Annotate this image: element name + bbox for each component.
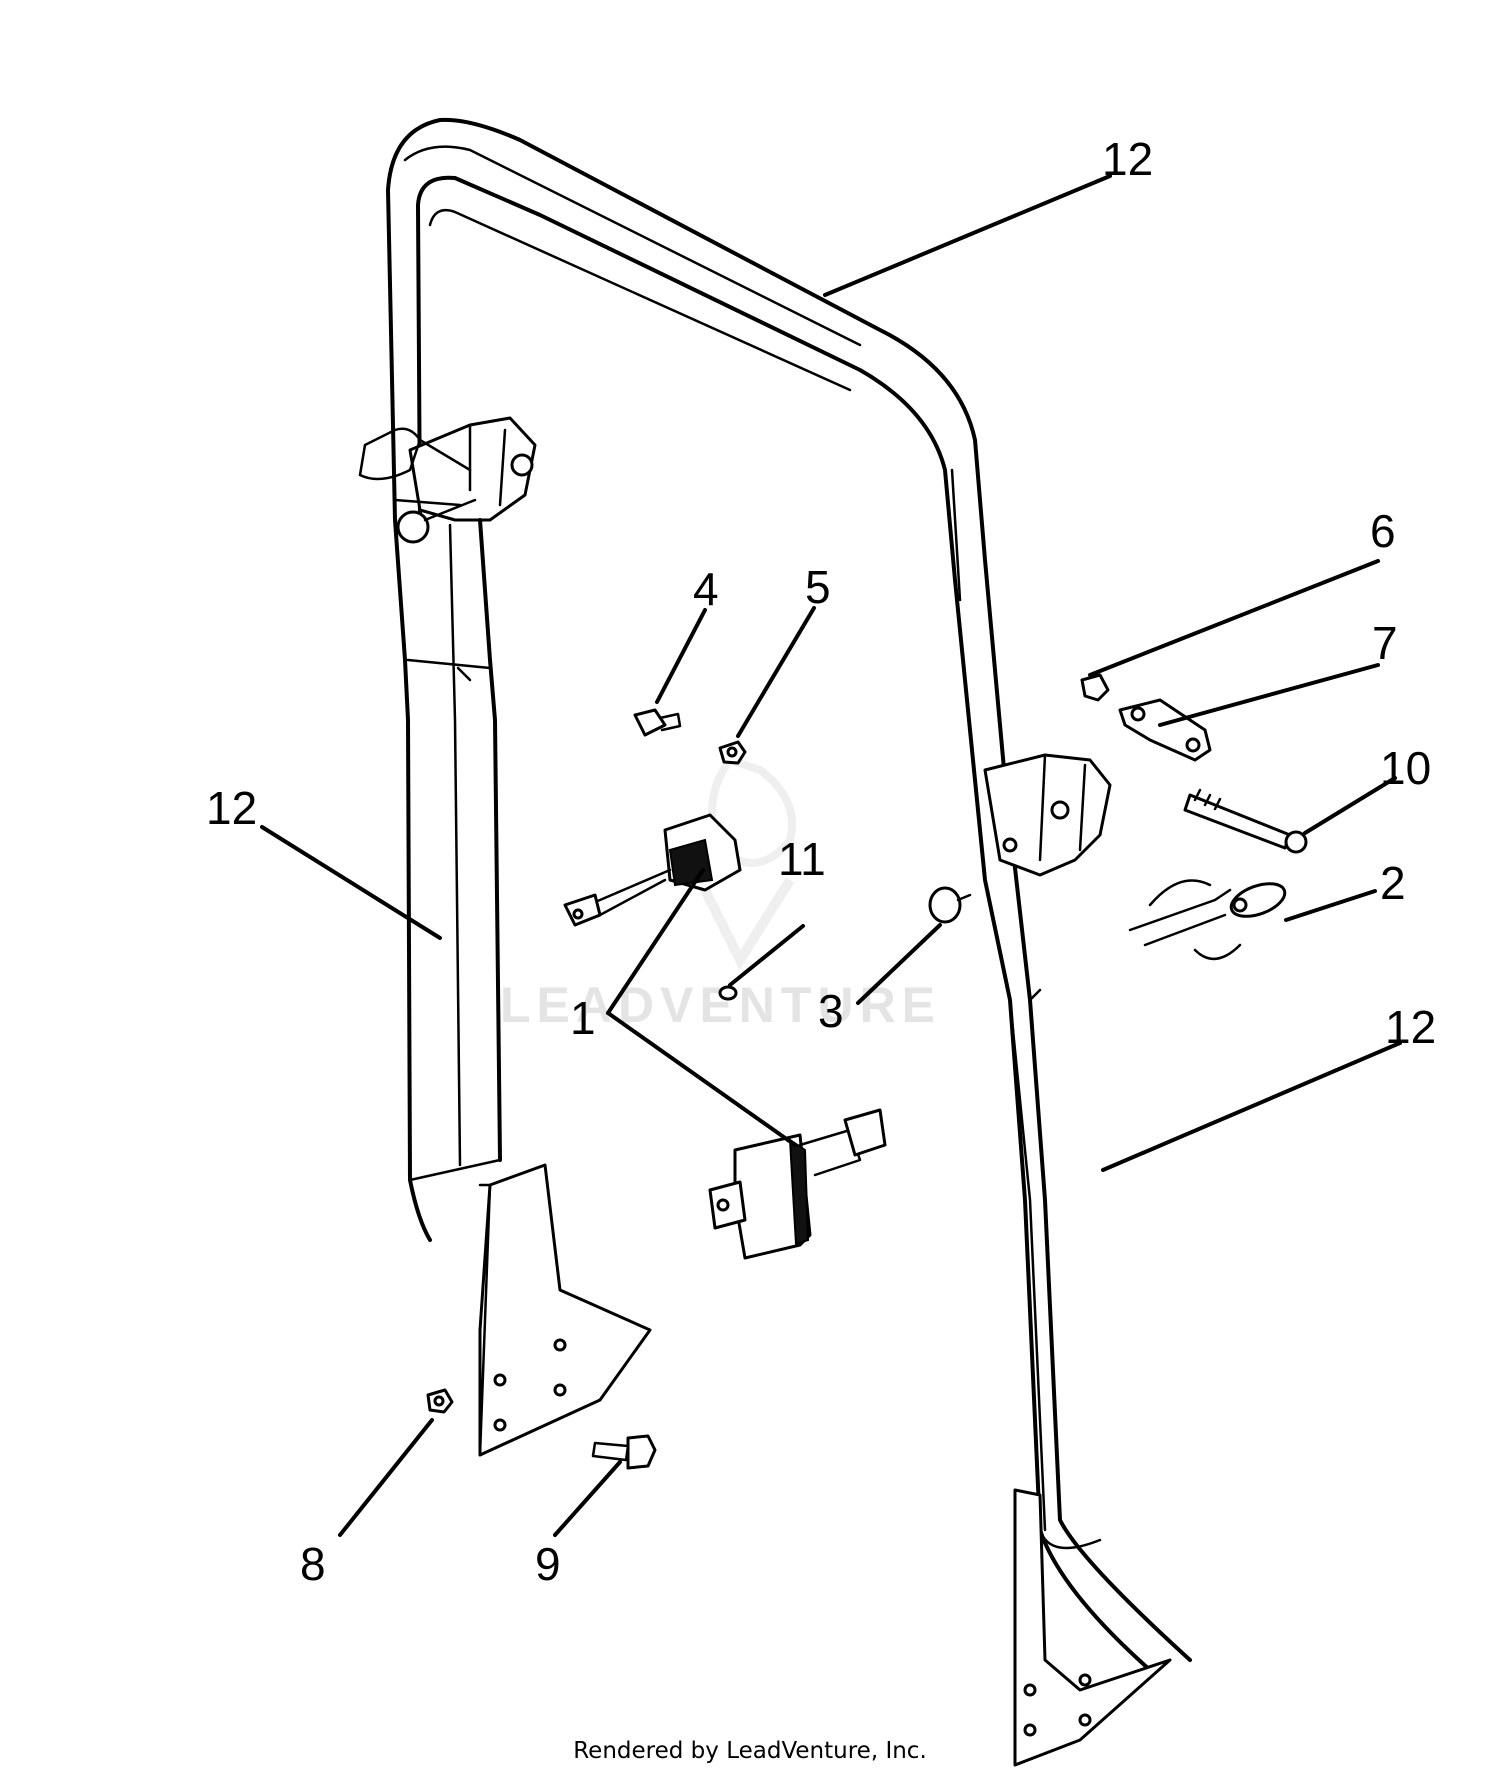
- seat-belt-buckle: [563, 813, 742, 927]
- leader-4: [655, 608, 707, 704]
- left-upper-bracket: [358, 416, 537, 544]
- leader-1a: [606, 868, 705, 1015]
- flange-bolt: [591, 1434, 657, 1470]
- callout-12-right: 12: [1385, 1001, 1436, 1053]
- seat-belt-retractor: [708, 1108, 887, 1260]
- leader-3: [856, 923, 942, 1005]
- callout-1: 1: [570, 992, 596, 1044]
- callout-6: 6: [1370, 505, 1396, 557]
- leader-11: [728, 924, 805, 987]
- rendered-by-credit: Rendered by LeadVenture, Inc.: [573, 1738, 927, 1764]
- roll-bar-left-leg: [393, 518, 502, 1242]
- watermark-text: LEADVENTURE: [500, 977, 941, 1033]
- leader-10: [1303, 776, 1397, 835]
- roll-bar-right-leg: [973, 778, 1192, 1672]
- left-base-plate: [478, 1163, 652, 1457]
- bolt-small: [633, 708, 682, 737]
- callout-11: 11: [778, 833, 826, 885]
- washer: [718, 985, 738, 1001]
- callout-8: 8: [300, 1538, 326, 1590]
- right-mid-bracket: [983, 753, 1112, 877]
- leader-6: [1088, 559, 1380, 677]
- callout-7: 7: [1372, 617, 1398, 669]
- nut-lower-left: [426, 1388, 454, 1414]
- callout-5: 5: [805, 561, 831, 613]
- lynch-pin: [1128, 879, 1287, 960]
- callout-10: 10: [1380, 742, 1431, 794]
- callout-9: 9: [535, 1538, 561, 1590]
- leader-7: [1158, 663, 1380, 727]
- callout-numbers: 12 12 12 1 2 3 4 5 6 7 8 9 10 11: [206, 133, 1436, 1590]
- leader-12-top: [823, 174, 1112, 297]
- knob-plug: [928, 886, 972, 924]
- leadventure-watermark-logo: [695, 755, 796, 971]
- callout-2: 2: [1380, 857, 1406, 909]
- clevis: [1118, 698, 1212, 762]
- callout-3: 3: [818, 985, 844, 1037]
- leader-12-right: [1101, 1041, 1402, 1172]
- leader-2: [1284, 889, 1377, 922]
- right-base-plate: [1013, 1488, 1172, 1767]
- leader-1b: [606, 1011, 797, 1147]
- leader-12-left: [260, 825, 442, 940]
- roll-bar-upper-hoop: [386, 117, 1007, 782]
- nut-right: [1080, 673, 1110, 702]
- nut-small: [718, 740, 747, 765]
- callout-12-top: 12: [1102, 133, 1153, 185]
- leader-8: [338, 1418, 434, 1537]
- leader-9: [553, 1460, 622, 1537]
- leader-lines: [260, 174, 1402, 1537]
- callout-4: 4: [693, 563, 719, 615]
- clevis-pin: [1183, 788, 1308, 854]
- leader-5: [736, 606, 816, 738]
- callout-12-left: 12: [206, 782, 257, 834]
